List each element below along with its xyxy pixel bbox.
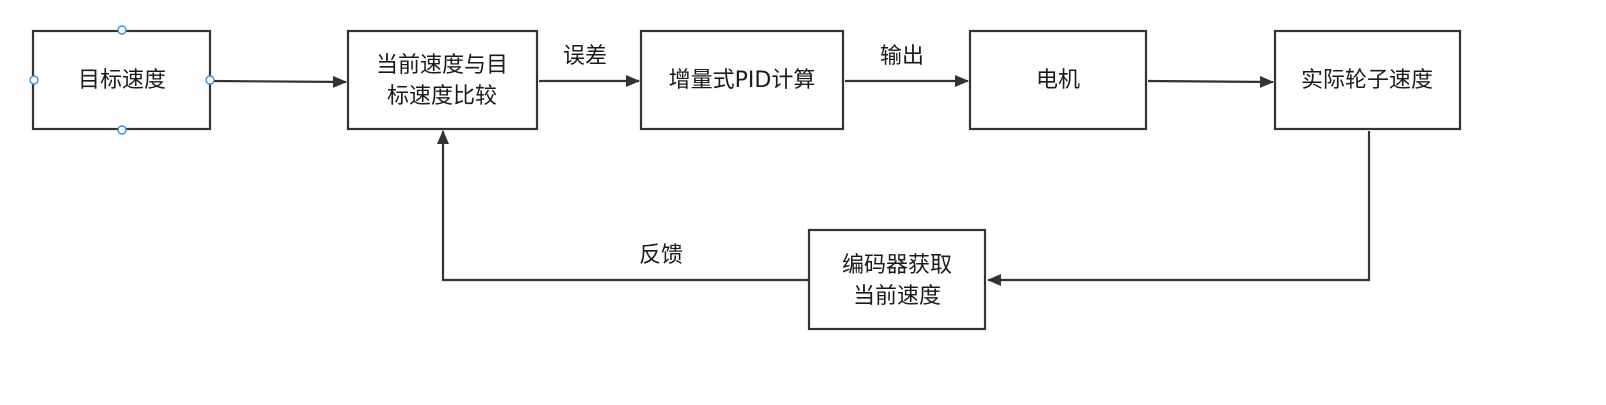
node-pid[interactable]: 增量式PID计算 [639, 29, 845, 131]
edge-target-to-compare[interactable] [211, 75, 347, 88]
node-compare[interactable]: 当前速度与目 标速度比较 [346, 29, 539, 131]
edge-actual-to-encoder[interactable] [987, 131, 1371, 286]
edge-encoder-to-compare[interactable] [437, 130, 809, 282]
edge-label-feedback: 反馈 [639, 243, 683, 268]
edge-motor-to-actual[interactable] [1147, 75, 1274, 88]
edges [211, 75, 1371, 286]
edge-label-output: 输出 [880, 44, 924, 69]
edge-label-error: 误差 [563, 44, 607, 69]
selection-handles [29, 25, 215, 135]
resize-handle-right[interactable] [205, 75, 215, 85]
node-compare-label-line1: 当前速度与目 [376, 53, 508, 78]
node-actual-speed-label: 实际轮子速度 [1301, 68, 1433, 93]
node-encoder-label-line1: 编码器获取 [842, 253, 952, 278]
node-encoder[interactable]: 编码器获取 当前速度 [807, 228, 987, 331]
node-pid-label: 增量式PID计算 [669, 68, 816, 93]
node-encoder-label-line2: 当前速度 [853, 284, 941, 309]
node-motor[interactable]: 电机 [968, 29, 1148, 131]
resize-handle-left[interactable] [29, 75, 39, 85]
node-actual-speed[interactable]: 实际轮子速度 [1273, 29, 1462, 131]
node-motor-label: 电机 [1036, 68, 1080, 93]
node-target-speed[interactable]: 目标速度 [31, 29, 212, 131]
resize-handle-bottom[interactable] [117, 125, 127, 135]
resize-handle-top[interactable] [117, 25, 127, 35]
node-target-speed-label: 目标速度 [78, 68, 166, 93]
node-compare-label-line2: 标速度比较 [387, 84, 497, 109]
